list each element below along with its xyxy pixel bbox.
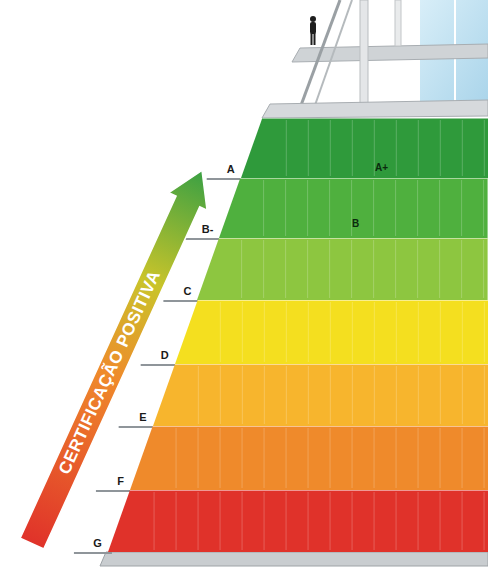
rating-letter: G	[93, 537, 102, 549]
rating-letter: F	[117, 475, 124, 487]
ledge-line	[96, 490, 134, 492]
band-shape	[108, 490, 488, 552]
ledge-line	[141, 364, 179, 366]
rating-letter: C	[183, 285, 191, 297]
rating-band: E	[153, 364, 488, 426]
rating-mark: A+	[375, 162, 388, 173]
rating-letter: D	[161, 349, 169, 361]
rating-mark: B	[352, 218, 359, 229]
ledge-line	[207, 178, 245, 180]
base-slab	[100, 552, 488, 566]
band-shape	[130, 426, 488, 490]
rating-band: C	[197, 238, 488, 300]
ledge-line	[185, 238, 223, 240]
band-shape	[175, 300, 488, 364]
rating-band: D	[175, 300, 488, 364]
floor-slab	[262, 100, 488, 118]
rating-band: G	[108, 490, 488, 552]
ledge-line	[119, 426, 157, 428]
band-shape	[241, 118, 488, 178]
rating-band: B-B	[219, 178, 488, 238]
ledge-line	[74, 552, 112, 554]
rating-band: AA+	[241, 118, 488, 178]
person-silhouette	[310, 16, 316, 45]
ledge-line	[163, 300, 201, 302]
rating-letter: B-	[202, 223, 214, 235]
rating-band: F	[130, 426, 488, 490]
band-shape	[197, 238, 488, 300]
band-shape	[219, 178, 488, 238]
rating-letter: E	[139, 411, 146, 423]
band-shape	[153, 364, 488, 426]
rating-letter: A	[227, 163, 235, 175]
